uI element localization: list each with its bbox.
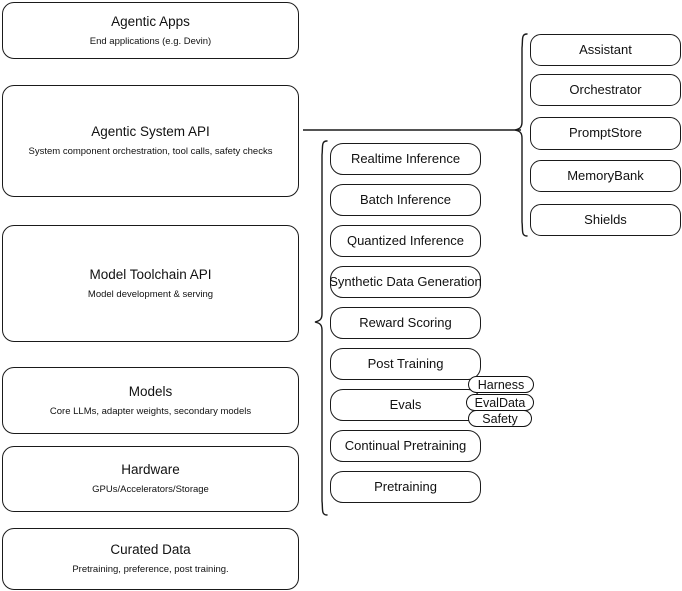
system-label: PromptStore (569, 125, 642, 141)
toolchain-label: Batch Inference (359, 191, 452, 207)
toolchain-box-pretraining[interactable]: Pretraining (330, 471, 481, 503)
stack-box-curated-data[interactable]: Curated Data Pretraining, preference, po… (2, 528, 299, 590)
stack-title: Models (128, 383, 173, 399)
stack-subtitle: End applications (e.g. Devin) (89, 35, 212, 47)
stack-title: Curated Data (110, 542, 191, 558)
toolchain-label: Pretraining (374, 478, 437, 494)
eval-pill-safety[interactable]: Safety (468, 410, 532, 427)
eval-pill-evaldata[interactable]: EvalData (466, 394, 534, 411)
toolchain-box-batch-inference[interactable]: Batch Inference (330, 184, 481, 216)
system-label: Shields (584, 211, 627, 227)
toolchain-box-realtime-inference[interactable]: Realtime Inference (330, 143, 481, 175)
toolchain-box-synthetic-data-generation[interactable]: Synthetic Data Generation (329, 266, 482, 298)
system-box-promptstore[interactable]: PromptStore (530, 117, 681, 150)
stack-box-model-toolchain-api[interactable]: Model Toolchain API Model development & … (2, 225, 299, 342)
toolchain-label: Evals (389, 396, 422, 412)
system-box-shields[interactable]: Shields (530, 204, 681, 236)
toolchain-label: Quantized Inference (346, 232, 465, 248)
system-box-orchestrator[interactable]: Orchestrator (530, 74, 681, 106)
eval-pill-label: Safety (482, 411, 518, 426)
eval-pill-harness[interactable]: Harness (468, 376, 534, 393)
stack-title: Agentic Apps (111, 13, 190, 29)
toolchain-box-evals[interactable]: Evals (330, 389, 481, 421)
stack-title: Hardware (121, 462, 180, 478)
toolchain-label: Synthetic Data Generation (329, 273, 482, 289)
stack-box-agentic-apps[interactable]: Agentic Apps End applications (e.g. Devi… (2, 2, 299, 59)
stack-subtitle: System component orchestration, tool cal… (28, 146, 273, 157)
toolchain-box-post-training[interactable]: Post Training (330, 348, 481, 380)
stack-subtitle: Core LLMs, adapter weights, secondary mo… (49, 405, 252, 417)
brace-system-components (514, 33, 528, 237)
system-box-memorybank[interactable]: MemoryBank (530, 160, 681, 192)
toolchain-box-reward-scoring[interactable]: Reward Scoring (330, 307, 481, 339)
system-label: Assistant (579, 41, 632, 57)
toolchain-label: Continual Pretraining (344, 437, 467, 453)
stack-box-agentic-system-api[interactable]: Agentic System API System component orch… (2, 85, 299, 197)
system-label: MemoryBank (567, 167, 644, 183)
brace-toolchain-components (314, 140, 328, 516)
toolchain-label: Post Training (367, 355, 444, 371)
stack-title: Agentic System API (91, 124, 210, 140)
system-label: Orchestrator (569, 81, 642, 97)
toolchain-label: Reward Scoring (359, 314, 452, 330)
stack-subtitle: Pretraining, preference, post training. (72, 564, 229, 575)
stack-box-models[interactable]: Models Core LLMs, adapter weights, secon… (2, 367, 299, 434)
toolchain-box-continual-pretraining[interactable]: Continual Pretraining (330, 430, 481, 462)
stack-title: Model Toolchain API (89, 266, 212, 282)
toolchain-label: Realtime Inference (350, 150, 461, 166)
system-box-assistant[interactable]: Assistant (530, 34, 681, 66)
stack-box-hardware[interactable]: Hardware GPUs/Accelerators/Storage (2, 446, 299, 512)
toolchain-box-quantized-inference[interactable]: Quantized Inference (330, 225, 481, 257)
stack-subtitle: Model development & serving (87, 288, 214, 300)
stack-subtitle: GPUs/Accelerators/Storage (92, 484, 209, 495)
eval-pill-label: EvalData (474, 395, 526, 410)
eval-pill-label: Harness (477, 377, 525, 392)
